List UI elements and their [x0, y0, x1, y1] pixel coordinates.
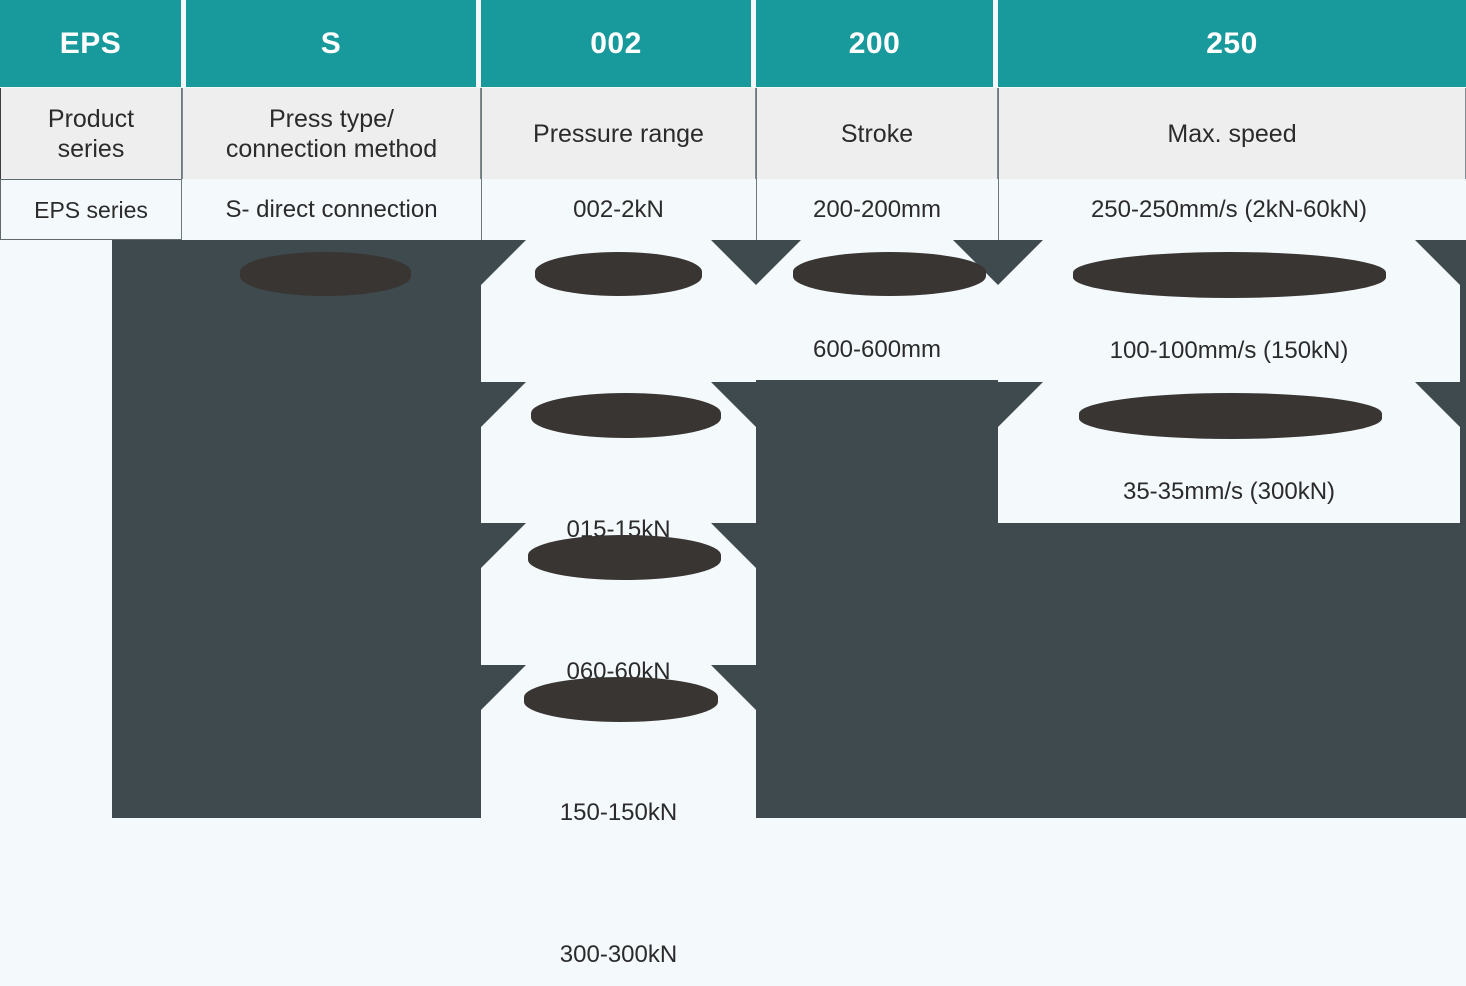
- column-separator-3: [756, 88, 757, 240]
- backdrop-far-right: [1460, 240, 1466, 530]
- value-cell-speed-3: 35-35mm/s (300kN): [998, 461, 1460, 523]
- value-eps-series: EPS series: [34, 197, 148, 223]
- notch-pressure-4: [481, 665, 756, 745]
- redaction-mark-press-type: [240, 252, 411, 296]
- category-max-speed: Max. speed: [998, 88, 1466, 179]
- value-speed-100: 100-100mm/s (150kN): [1109, 336, 1349, 364]
- header-code-002-label: 002: [590, 26, 642, 60]
- notch-press-type-1: [182, 240, 481, 320]
- header-code-s-label: S: [320, 26, 342, 60]
- header-code-250: 250: [998, 0, 1466, 87]
- category-product-series: Product series: [0, 88, 182, 179]
- header-code-eps-label: EPS: [59, 26, 122, 60]
- column-separator-4: [998, 88, 999, 240]
- header-code-eps: EPS: [0, 0, 181, 87]
- value-pressure-002: 002-2kN: [573, 195, 664, 223]
- redaction-mark-pressure-4: [524, 677, 718, 722]
- backdrop-mid: [756, 380, 998, 818]
- value-s-direct-connection: S- direct connection: [225, 195, 438, 223]
- category-press-type-line2: connection method: [225, 134, 438, 163]
- header-code-002: 002: [481, 0, 751, 87]
- category-stroke-label: Stroke: [840, 119, 914, 148]
- value-panel-max-speed: 250-250mm/s (2kN-60kN) 100-100mm/s (150k…: [998, 179, 1460, 523]
- value-cell-eps-series: EPS series: [1, 180, 181, 241]
- value-speed-35: 35-35mm/s (300kN): [1122, 478, 1336, 505]
- category-press-type: Press type/ connection method: [182, 88, 481, 179]
- value-cell-pressure-5: 300-300kN: [481, 924, 756, 986]
- category-max-speed-label: Max. speed: [1167, 119, 1297, 148]
- redaction-mark-pressure-3: [528, 535, 721, 580]
- header-code-s: S: [186, 0, 476, 87]
- category-pressure-range-label: Pressure range: [533, 119, 704, 148]
- redaction-mark-speed-2: [1079, 393, 1382, 439]
- column-separator-2: [481, 88, 482, 240]
- column-separator-1: [181, 88, 182, 240]
- category-header-row: Product series Press type/ connection me…: [0, 88, 1466, 179]
- redaction-mark-stroke-1: [793, 252, 986, 296]
- backdrop-left: [112, 240, 481, 818]
- value-panel-press-type: S- direct connection: [182, 179, 481, 240]
- value-cell-stroke-2: 600-600mm: [756, 320, 998, 380]
- notch-speed-2: [998, 382, 1460, 462]
- value-cell-speed-2: 100-100mm/s (150kN): [998, 320, 1460, 381]
- header-code-200-label: 200: [848, 26, 901, 60]
- redaction-mark-speed-1: [1073, 252, 1386, 298]
- redaction-mark-pressure-2: [531, 393, 721, 438]
- category-product-series-line2: series: [57, 134, 125, 163]
- header-code-250-label: 250: [1206, 26, 1258, 60]
- code-header-row: EPS S 002 200 250: [0, 0, 1466, 87]
- category-press-type-line1: Press type/: [268, 104, 395, 133]
- redaction-mark-pressure-1: [535, 252, 702, 296]
- value-pressure-300: 300-300kN: [559, 941, 678, 968]
- value-cell-stroke-1: 200-200mm: [756, 179, 998, 240]
- value-stroke-200: 200-200mm: [812, 195, 942, 223]
- value-pressure-150: 150-150kN: [559, 799, 678, 826]
- value-cell-pressure-4: 150-150kN: [481, 782, 756, 844]
- value-speed-250: 250-250mm/s (2kN-60kN): [1090, 195, 1368, 223]
- category-product-series-line1: Product: [47, 104, 135, 133]
- notch-pressure-1: [481, 240, 756, 320]
- value-stroke-600: 600-600mm: [812, 336, 942, 363]
- backdrop-right: [998, 523, 1466, 818]
- value-panel-product-series: EPS series: [0, 179, 182, 240]
- value-cell-speed-1: 250-250mm/s (2kN-60kN): [998, 179, 1460, 240]
- header-code-200: 200: [756, 0, 993, 87]
- notch-speed-1: [998, 240, 1460, 320]
- category-pressure-range: Pressure range: [481, 88, 756, 179]
- value-cell-s-direct-connection: S- direct connection: [182, 179, 481, 240]
- category-stroke: Stroke: [756, 88, 998, 179]
- value-cell-pressure-1: 002-2kN: [481, 179, 756, 240]
